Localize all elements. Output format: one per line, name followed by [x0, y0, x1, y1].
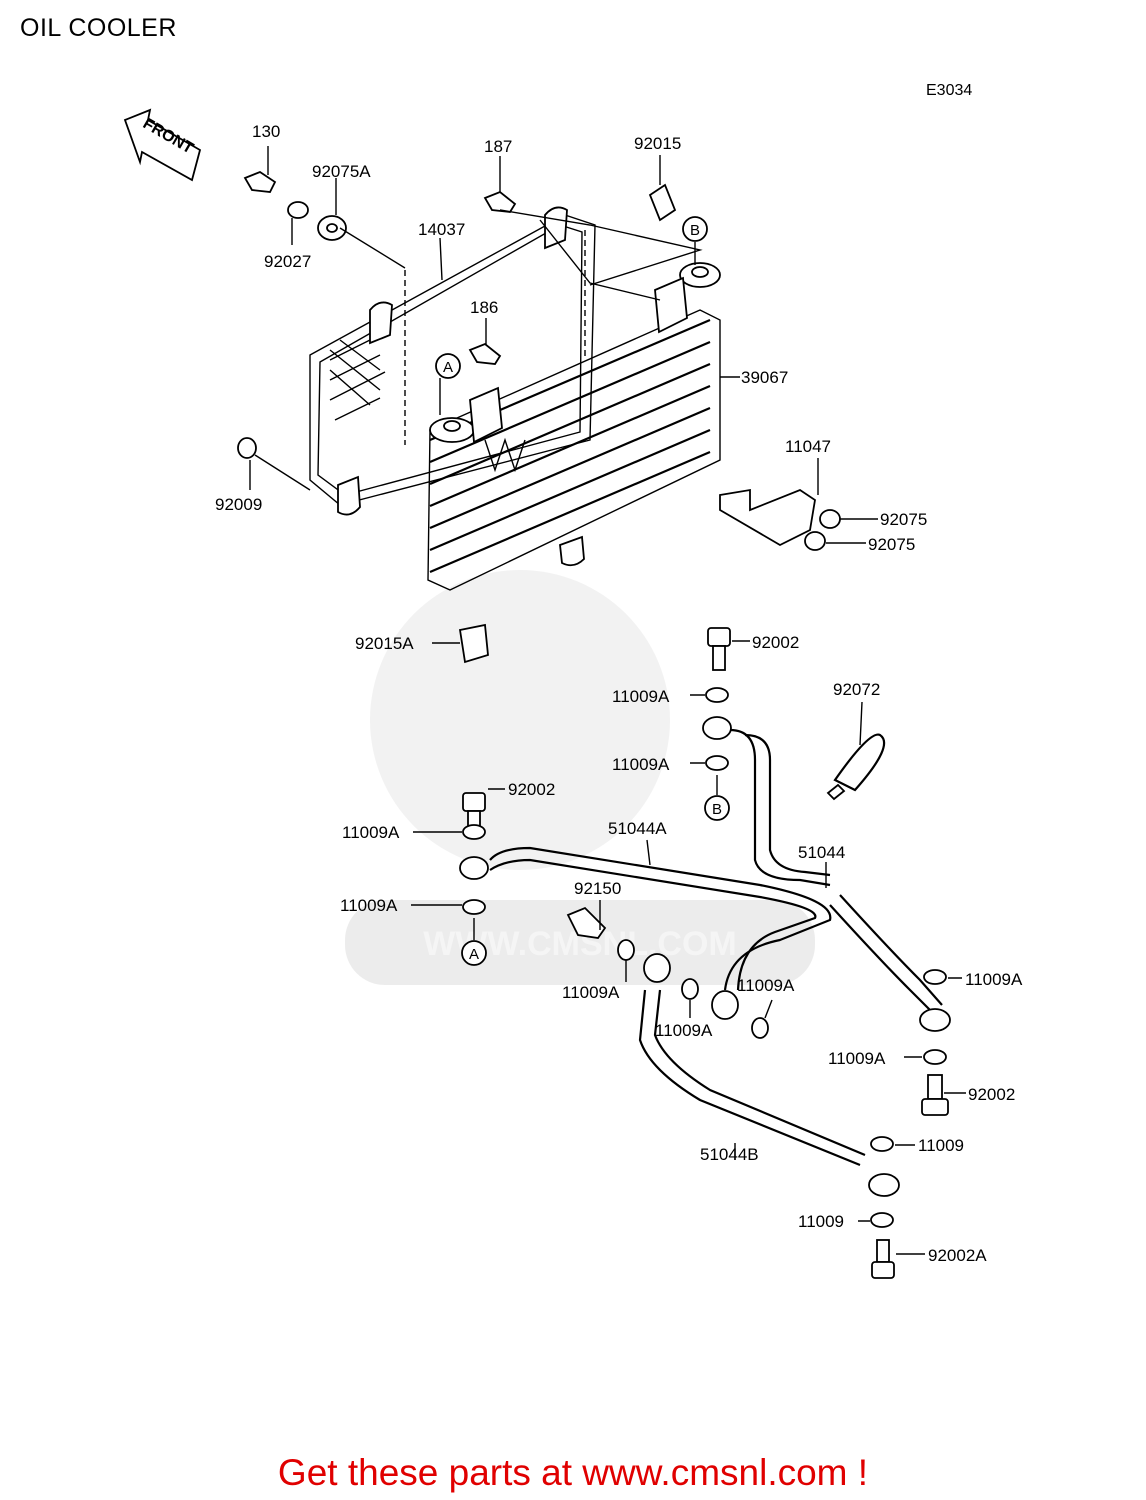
label-92072: 92072: [833, 680, 880, 699]
washer-11009a-6-icon: [681, 978, 699, 1000]
label-92015a: 92015A: [355, 634, 414, 653]
label-92015: 92015: [634, 134, 681, 153]
cooler-guard-14037: [309, 206, 596, 516]
bolt-92002a-icon: [871, 1239, 895, 1279]
label-11009a-4: 11009A: [340, 896, 398, 915]
nut-92015a-icon: [458, 623, 489, 664]
label-51044b: 51044B: [700, 1145, 759, 1164]
label-186: 186: [470, 298, 498, 317]
washer-11009a-8-icon: [923, 969, 947, 985]
label-92002a: 92002A: [928, 1246, 987, 1265]
grommet-92075-a-icon: [819, 509, 841, 529]
washer-11009a-2-icon: [705, 755, 729, 771]
oil-cooler-core-39067: [427, 262, 721, 591]
label-92075-b: 92075: [868, 535, 915, 554]
label-39067: 39067: [741, 368, 788, 387]
label-11009a-5: 11009A: [562, 983, 620, 1002]
bracket-11047: [719, 488, 816, 547]
banjo-fitting-4-icon: [711, 990, 739, 1020]
label-92150: 92150: [574, 879, 621, 898]
footer-link[interactable]: Get these parts at www.cmsnl.com !: [277, 1452, 869, 1493]
callout-b-top: B: [682, 216, 708, 242]
oil-hose-51044b: [638, 894, 943, 1167]
svg-text:B: B: [690, 222, 700, 239]
label-92002-a: 92002: [752, 633, 799, 652]
bolt-92002-a-icon: [707, 627, 731, 671]
label-11009a-7: 11009A: [655, 1021, 713, 1040]
page-title: OIL COOLER: [20, 14, 177, 42]
diagram-code: E3034: [926, 82, 973, 99]
grommet-92075a-icon: [317, 215, 347, 241]
washer-11009a-1-icon: [705, 687, 729, 703]
washer-11009a-7-icon: [751, 1017, 769, 1039]
label-11009-a: 11009: [918, 1136, 964, 1155]
label-11009a-1: 11009A: [612, 687, 670, 706]
svg-text:B: B: [712, 801, 722, 818]
callout-a-bottom: A: [461, 940, 487, 966]
bolt-92002-c-icon: [921, 1074, 949, 1116]
label-92002-c: 92002: [968, 1085, 1015, 1104]
label-11009a-9: 11009A: [828, 1049, 886, 1068]
label-11009a-6: 11009A: [737, 976, 795, 995]
banjo-fitting-1-icon: [702, 716, 732, 740]
label-92027: 92027: [264, 252, 311, 271]
label-11009a-3: 11009A: [342, 823, 400, 842]
washer-11009a-3-icon: [462, 824, 486, 840]
nut-92015-icon: [648, 183, 677, 222]
washer-92027-icon: [287, 201, 309, 219]
banjo-fitting-5-icon: [919, 1008, 951, 1032]
bolt-187-icon: [483, 190, 517, 213]
bolt-92009-icon: [237, 437, 257, 459]
label-92002-b: 92002: [508, 780, 555, 799]
banjo-fitting-2-icon: [459, 856, 489, 880]
label-51044: 51044: [798, 843, 845, 862]
svg-text:A: A: [469, 946, 479, 963]
label-92075a: 92075A: [312, 162, 371, 181]
label-14037: 14037: [418, 220, 465, 239]
washer-11009a-9-icon: [923, 1049, 947, 1065]
label-130: 130: [252, 122, 280, 141]
oil-hose-51044a: [489, 846, 832, 991]
label-11009-b: 11009: [798, 1212, 844, 1231]
washer-11009-a-icon: [870, 1136, 894, 1152]
washer-11009-b-icon: [870, 1212, 894, 1228]
label-51044a: 51044A: [608, 819, 667, 838]
grommet-92075-b-icon: [804, 531, 826, 551]
washer-11009a-5-icon: [617, 939, 635, 961]
callout-b-bottom: B: [704, 795, 730, 821]
label-11047: 11047: [785, 437, 831, 456]
washer-11009a-4-icon: [462, 899, 486, 915]
label-92075-a: 92075: [880, 510, 927, 529]
callout-a-top: A: [435, 353, 461, 379]
bolt-130-icon: [243, 170, 277, 193]
front-arrow-icon: FRONT: [123, 108, 202, 182]
watermark-logo: WWW.CMSNL.COM: [345, 570, 815, 985]
bolt-186-icon: [468, 342, 502, 365]
banjo-fitting-3-icon: [643, 953, 671, 983]
label-187: 187: [484, 137, 512, 156]
label-11009a-8: 11009A: [965, 970, 1023, 989]
oil-hose-51044: [729, 728, 831, 887]
banjo-fitting-6-icon: [868, 1173, 900, 1197]
clamp-92072-icon: [826, 733, 886, 801]
label-92009: 92009: [215, 495, 262, 514]
cooler-fins: [429, 318, 711, 574]
bolt-92150-icon: [566, 906, 607, 939]
label-11009a-2: 11009A: [612, 755, 670, 774]
svg-text:A: A: [443, 359, 453, 376]
